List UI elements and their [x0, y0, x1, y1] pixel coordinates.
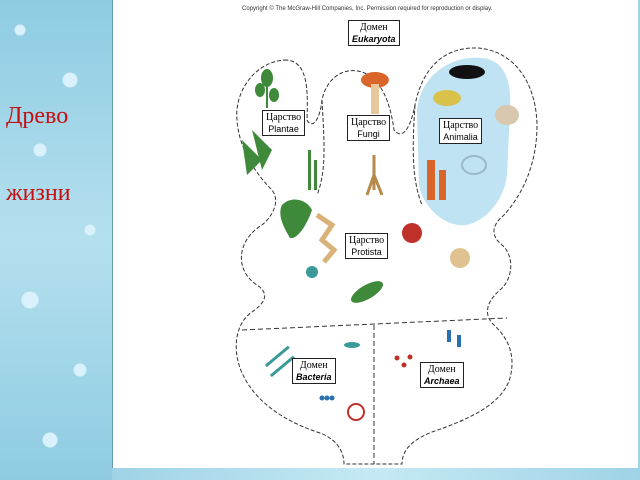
label-kingdom-plantae: Царство Plantae: [262, 110, 306, 136]
fungi-animalia-divider: [412, 104, 423, 206]
tree-outline-drawing: [235, 47, 538, 465]
plantae-fungi-divider: [316, 99, 325, 196]
animal-organisms: [427, 65, 519, 200]
bottom-strip-background: [112, 468, 640, 480]
plant-organisms: [242, 69, 317, 239]
label-kingdom-protista: Царство Protista: [345, 233, 389, 259]
left-panel-background: Древо жизни: [0, 0, 112, 480]
bacteria-organisms: [264, 342, 365, 421]
eukaryote-prokaryote-divider: [241, 317, 508, 331]
label-domain-archaea: Домен Archaea: [420, 362, 464, 388]
label-kingdom-fungi: Царство Fungi: [347, 115, 391, 141]
slide-title-line-1: Древо: [6, 103, 69, 129]
label-domain-bacteria: Домен Bacteria: [292, 358, 336, 384]
fungi-organisms: [361, 72, 389, 196]
tree-of-life-figure: Copyright © The McGraw-Hill Companies, I…: [112, 0, 638, 468]
protist-organisms: [306, 212, 470, 303]
archaea-organisms: [394, 330, 461, 368]
panel-divider: [112, 0, 113, 468]
label-domain-eukaryota: Домен Eukaryota: [348, 20, 400, 46]
copyright-notice: Copyright © The McGraw-Hill Companies, I…: [242, 6, 493, 12]
slide-title-line-2: жизни: [6, 180, 71, 206]
tree-outline: [235, 47, 538, 465]
label-kingdom-animalia: Царство Animalia: [439, 118, 483, 144]
